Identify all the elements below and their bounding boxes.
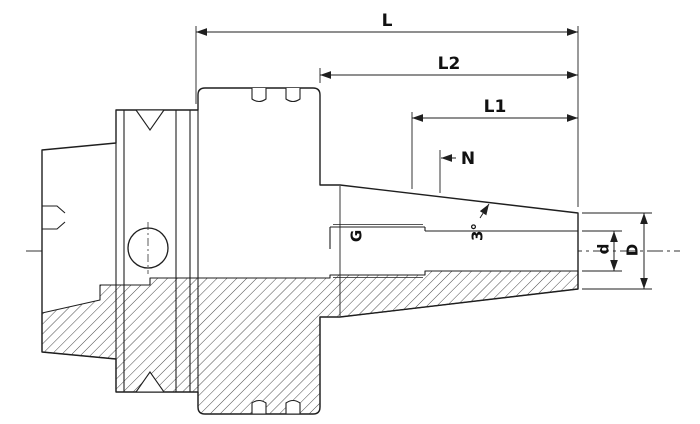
collar-grooves [251, 88, 301, 415]
label-l: L [382, 11, 393, 31]
dimension-n: N [441, 149, 475, 169]
label-g: G [348, 230, 366, 242]
section-hatch [41, 270, 579, 415]
flange-groove [134, 109, 166, 393]
face-lines [115, 110, 341, 392]
label-l1: L1 [484, 97, 507, 117]
label-l2: L2 [438, 54, 461, 74]
dimension-l: L [196, 11, 578, 36]
side-hole [127, 222, 169, 274]
label-taper-angle: 3° [469, 223, 487, 241]
dimension-d: d [595, 231, 618, 271]
label-dd: D [624, 244, 642, 256]
taper-angle-callout: 3° [469, 203, 490, 241]
drive-slot-lines [42, 205, 66, 230]
label-n: N [461, 149, 475, 169]
label-d: d [595, 244, 613, 255]
bore-lines [329, 224, 578, 278]
dimension-l2: L2 [320, 54, 578, 79]
dimension-l1: L1 [412, 97, 578, 122]
dimension-dd: D [624, 213, 648, 289]
